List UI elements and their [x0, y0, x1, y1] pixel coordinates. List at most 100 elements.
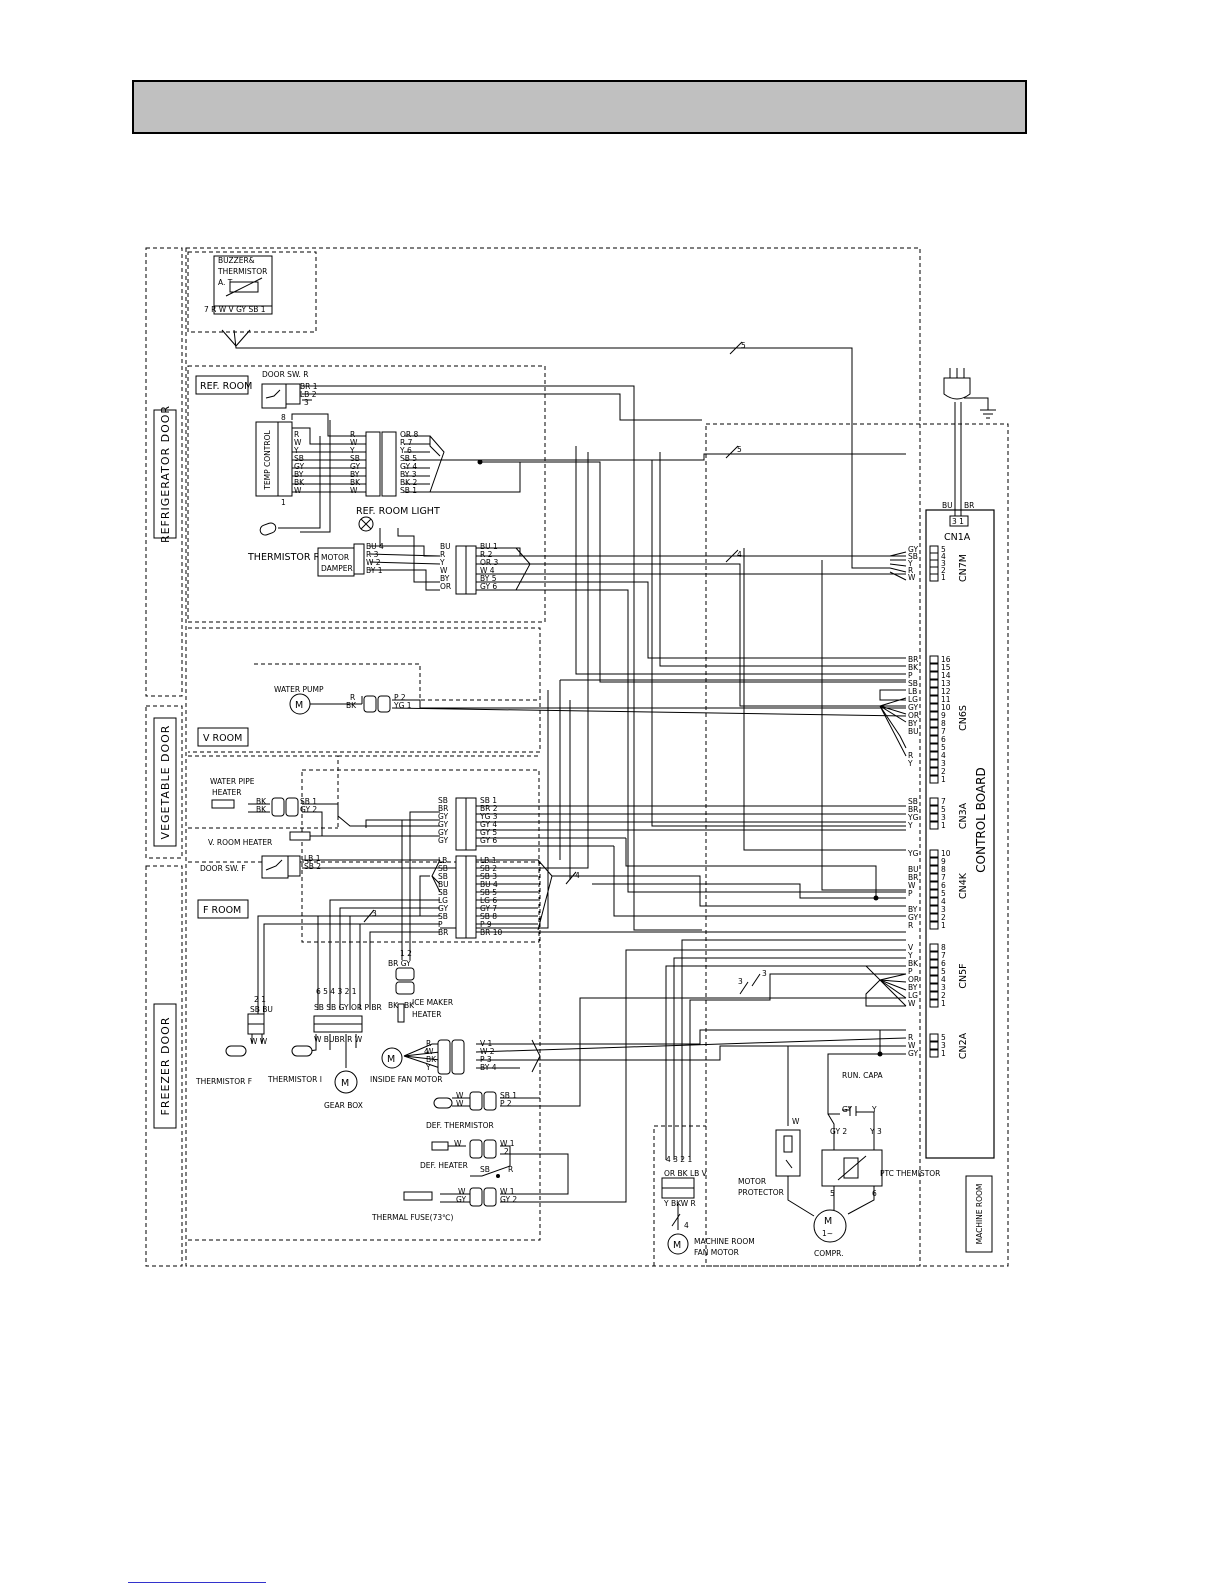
cn5f-wire-color: BY	[908, 983, 918, 992]
cn4k-wire-color: BR	[908, 873, 918, 882]
machine-room-label-box	[965, 1175, 993, 1253]
svg-text:3: 3	[304, 398, 309, 407]
temp-connector-right-label: Y 6	[399, 446, 412, 455]
svg-text:M: M	[673, 1240, 681, 1251]
svg-text:4: 4	[684, 1221, 689, 1230]
wire-count-marks	[363, 341, 761, 995]
svg-text:WATER PIPE: WATER PIPE	[210, 777, 255, 786]
svg-text:5: 5	[830, 1189, 835, 1198]
wires	[221, 329, 907, 1230]
svg-text:BR 1: BR 1	[300, 382, 318, 391]
cn4k-pin-number: 8	[941, 865, 946, 874]
svg-text:DOOR SW. R: DOOR SW. R	[262, 370, 308, 379]
cn1a-color-bu: BU	[942, 501, 953, 510]
connector-10pin-left-color: LG	[438, 896, 448, 905]
temp-control-wire-color: Y	[293, 446, 299, 455]
svg-text:SB 1: SB 1	[300, 797, 317, 806]
cn6s-pin-number: 8	[941, 719, 946, 728]
cn3a-pin-number: 3	[941, 813, 946, 822]
cn4k-wire-color: P	[908, 889, 913, 898]
connector-6pin-right-label: BR 2	[480, 804, 498, 813]
cn4k-pin-number: 2	[941, 913, 946, 922]
cn6s-label: CN6S	[958, 705, 969, 731]
cn7m-pin-number: 4	[941, 552, 946, 561]
cn6s-pin-number: 3	[941, 759, 946, 768]
cn6s-pin-number: 7	[941, 727, 946, 736]
cn4k-pin-number: 6	[941, 881, 946, 890]
cn4k-pin	[929, 849, 939, 858]
cn7m-pin	[929, 566, 939, 575]
cn2a-wire-color: W	[908, 1041, 916, 1050]
connector-10pin-right-label: P 9	[480, 920, 492, 929]
temp-connector-right-label: R 7	[400, 438, 413, 447]
connector-10pin-right-label: SB 3	[480, 872, 497, 881]
cn3a-wire-color: SB	[908, 797, 918, 806]
vegetable-door-label-box	[153, 717, 177, 847]
cn6s-pin	[929, 663, 939, 672]
connector-10pin-right-label: GY 7	[480, 904, 497, 913]
svg-text:THERMISTOR: THERMISTOR	[217, 267, 267, 276]
svg-text:MACHINE ROOM: MACHINE ROOM	[694, 1237, 755, 1246]
svg-text:BK: BK	[346, 701, 357, 710]
svg-text:THERMISTOR I: THERMISTOR I	[267, 1075, 322, 1084]
cn6s-wire-color: LG	[908, 695, 918, 704]
wire-count-8: 4	[424, 1047, 429, 1056]
cn6s-pin-number: 2	[941, 767, 946, 776]
temp-control-connector-a	[365, 431, 381, 497]
temp-connector-right-label: OR 8	[400, 430, 418, 439]
connector-6pin-left-color: GY	[438, 836, 448, 845]
temp-connector-left-color: W	[350, 438, 358, 447]
cn6s-wire-color: BU	[908, 727, 919, 736]
damper-wire-label: R 3	[366, 550, 379, 559]
damper-connector-right-label: OR 3	[480, 558, 498, 567]
svg-text:MOTOR: MOTOR	[738, 1177, 766, 1186]
connector-10pin-left-color: LB	[438, 856, 447, 865]
cn3a-pin-number: 7	[941, 797, 946, 806]
connector-6pin-left-color: BR	[438, 804, 448, 813]
svg-text:W: W	[454, 1139, 462, 1148]
damper-wire-label: BY 1	[366, 566, 383, 575]
temp-control-wire-color: BY	[294, 470, 304, 479]
cn6s-pin-number: 16	[941, 655, 951, 664]
v-room-label-box	[197, 727, 249, 747]
cn3a-label: CN3A	[958, 802, 969, 829]
cn2a-pin-number: 1	[941, 1049, 946, 1058]
svg-text:GEAR BOX: GEAR BOX	[324, 1101, 363, 1110]
connector-6pin-left-color: SB	[438, 796, 448, 805]
cn6s-wire-color: LB	[908, 687, 917, 696]
cn5f-pin-number: 3	[941, 983, 946, 992]
temp-connector-left-color: BK	[350, 478, 361, 487]
svg-text:1: 1	[281, 498, 286, 507]
connector-10pin-left-color: SB	[438, 888, 448, 897]
temp-control-wire-color: W	[294, 486, 302, 495]
cn7m-pin-number: 5	[941, 545, 946, 554]
cn4k-pin	[929, 905, 939, 914]
svg-text:2: 2	[504, 1147, 509, 1156]
connector-10pin-left-color: GY	[438, 904, 448, 913]
cn4k-wire-color: BY	[908, 905, 918, 914]
thermistor-f: 2 1 SB BU W W THERMISTOR F	[195, 995, 273, 1086]
cn5f-wire-color: LG	[908, 991, 918, 1000]
temp-connector-left-color: W	[350, 486, 358, 495]
connector-10pin-left-color: BR	[438, 928, 448, 937]
door-switch-f: DOOR SW. F LB 1 SB 2	[200, 854, 321, 879]
f-room-label-box	[197, 899, 249, 919]
damper-connector-left-color: W	[440, 566, 448, 575]
cn6s-pin	[929, 719, 939, 728]
svg-text:GY 2: GY 2	[500, 1195, 517, 1204]
temp-connector-left-color: Y	[349, 446, 355, 455]
svg-text:LB 1: LB 1	[304, 854, 321, 863]
motor-protector: W MOTOR PROTECTOR	[738, 1117, 801, 1197]
cn6s-pin	[929, 695, 939, 704]
cn6s-pin	[929, 751, 939, 760]
cn6s-wire-color: BK	[908, 663, 919, 672]
damper-connector-left-color: Y	[439, 558, 445, 567]
def-thermistor: W W SB 1 P 2 DEF. THERMISTOR	[426, 1091, 517, 1130]
cn4k-wire-color: YG	[907, 849, 919, 858]
cn6s-wire-color: BY	[908, 719, 918, 728]
temp-connector-left-color: R	[350, 430, 355, 439]
svg-text:THERMAL FUSE(73℃): THERMAL FUSE(73℃)	[371, 1213, 454, 1222]
thermistor-r: THERMISTOR R	[247, 522, 320, 563]
